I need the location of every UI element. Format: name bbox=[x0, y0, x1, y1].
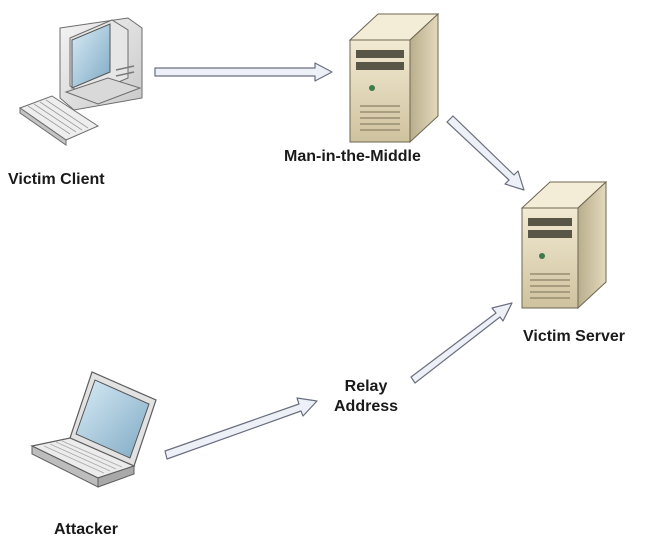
laptop-icon bbox=[30, 371, 157, 488]
victim-client-label: Victim Client bbox=[8, 171, 105, 188]
attacker-label: Attacker bbox=[54, 521, 119, 538]
arrow-relay-to-server bbox=[410, 302, 513, 384]
desktop-computer-icon bbox=[18, 17, 143, 146]
relay-address-label: Relay Address bbox=[326, 377, 406, 417]
relay-address-line1: Relay bbox=[344, 378, 388, 395]
arrow-client-to-mitm bbox=[154, 62, 333, 82]
server-tower-icon bbox=[348, 12, 440, 144]
man-in-the-middle-label: Man-in-the-Middle bbox=[284, 148, 421, 165]
server-tower-icon bbox=[520, 180, 608, 310]
relay-address-line2: Address bbox=[333, 398, 399, 415]
arrow-attacker-to-relay bbox=[164, 397, 318, 460]
arrow-mitm-to-server bbox=[446, 115, 525, 191]
victim-server-label: Victim Server bbox=[523, 328, 625, 345]
